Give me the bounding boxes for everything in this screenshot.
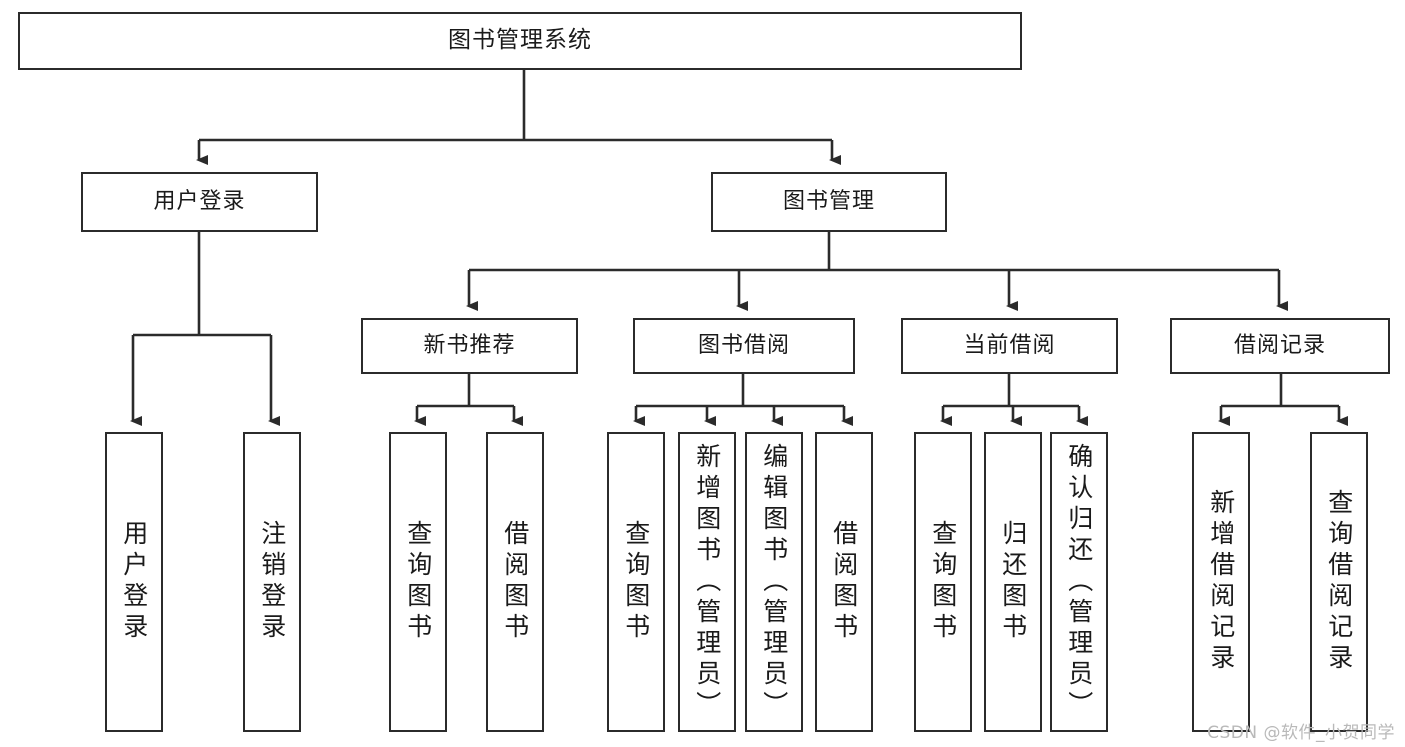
node-label: 注销登录 (257, 520, 287, 644)
leaf-return-book[interactable]: 归还图书 (984, 432, 1042, 732)
node-label: 查询图书 (621, 520, 651, 644)
node-book-borrow[interactable]: 图书借阅 (633, 318, 855, 374)
node-label: 用户登录 (119, 520, 149, 644)
node-label: 确认归还（管理员） (1064, 442, 1094, 722)
node-label: 新增图书（管理员） (692, 442, 722, 722)
node-current-borrow[interactable]: 当前借阅 (901, 318, 1118, 374)
node-label: 图书管理 (782, 188, 875, 214)
leaf-query-book-newbook[interactable]: 查询图书 (389, 432, 447, 732)
node-label: 归还图书 (998, 520, 1028, 644)
leaf-query-book-current[interactable]: 查询图书 (914, 432, 972, 732)
leaf-add-borrow-record[interactable]: 新增借阅记录 (1192, 432, 1250, 732)
node-label: 用户登录 (153, 188, 246, 214)
node-user-login[interactable]: 用户登录 (81, 172, 318, 232)
node-label: 新书推荐 (423, 332, 516, 358)
node-label: 图书借阅 (697, 332, 790, 358)
node-book-management[interactable]: 图书管理 (711, 172, 947, 232)
node-borrow-record[interactable]: 借阅记录 (1170, 318, 1390, 374)
node-label: 借阅记录 (1233, 332, 1326, 358)
node-label: 图书管理系统 (448, 27, 592, 54)
leaf-user-login[interactable]: 用户登录 (105, 432, 163, 732)
node-label: 新增借阅记录 (1206, 489, 1236, 675)
leaf-edit-book-admin[interactable]: 编辑图书（管理员） (745, 432, 803, 732)
csdn-watermark: CSDN @软件_小贺同学 (1207, 723, 1395, 743)
node-label: 查询图书 (403, 520, 433, 644)
node-label: 查询借阅记录 (1324, 489, 1354, 675)
node-new-book-recommend[interactable]: 新书推荐 (361, 318, 578, 374)
node-root-system[interactable]: 图书管理系统 (18, 12, 1022, 70)
leaf-logout[interactable]: 注销登录 (243, 432, 301, 732)
leaf-query-borrow-record[interactable]: 查询借阅记录 (1310, 432, 1368, 732)
leaf-query-book-borrow[interactable]: 查询图书 (607, 432, 665, 732)
leaf-add-book-admin[interactable]: 新增图书（管理员） (678, 432, 736, 732)
node-label: 编辑图书（管理员） (759, 442, 789, 722)
leaf-borrow-book-newbook[interactable]: 借阅图书 (486, 432, 544, 732)
node-label: 借阅图书 (500, 520, 530, 644)
node-label: 当前借阅 (963, 332, 1056, 358)
leaf-borrow-book[interactable]: 借阅图书 (815, 432, 873, 732)
node-label: 查询图书 (928, 520, 958, 644)
node-label: 借阅图书 (829, 520, 859, 644)
leaf-confirm-return-admin[interactable]: 确认归还（管理员） (1050, 432, 1108, 732)
